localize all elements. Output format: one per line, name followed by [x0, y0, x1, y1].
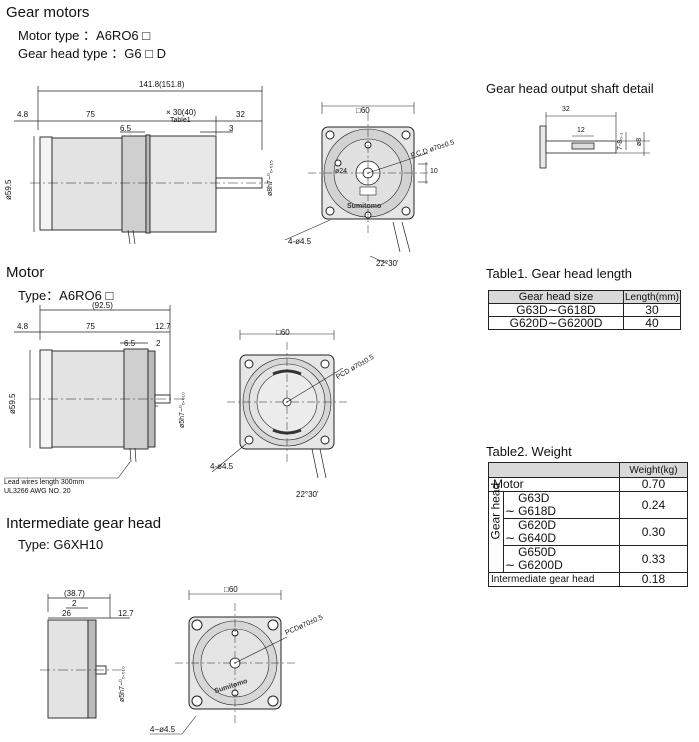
table2-gear-value: 0.30 [618, 518, 689, 546]
shaft-dim-key: 7-8₀.₁ [617, 132, 624, 150]
motor-dim-angle: 22°30' [296, 490, 319, 499]
lead-wire-spec: UL3266 AWG NO. 20 [4, 488, 71, 495]
table2-tilde: ∼ [503, 545, 517, 573]
intermediate-type: Type: G6XH10 [18, 537, 104, 552]
shaft-dim-32: 32 [562, 106, 570, 113]
table2-blank-header [488, 462, 620, 478]
table1-cell: G620D∼G6200D [488, 316, 624, 330]
motor-dim-shaft: ø5h7−⁰₀.₀₁₀ [179, 392, 186, 428]
table2-range-to: G6200D [518, 558, 563, 572]
motor-type-label: Motor type ：A6RO6 □ [18, 28, 151, 43]
table2-gear-head-label: Gear head [488, 482, 503, 539]
inter-dim-total: (38.7) [64, 589, 85, 598]
table1-header-length: Length(mm) [623, 290, 681, 304]
dim-shaft: ø8h7−⁰₀.₀₁₅ [267, 160, 274, 196]
motor-dim-square: □60 [276, 328, 290, 337]
motor-title: Motor [6, 264, 45, 281]
motor-dim-dia: ø59.5 [8, 393, 17, 414]
lead-wire-length: Lead wires length 300mm [4, 479, 85, 486]
dim-holes: 4-ø4.5 [288, 237, 312, 246]
table2-gear-value: 0.33 [618, 545, 689, 573]
inter-dim-shaft: ø5h7−⁰₀.₀₁₀ [119, 666, 126, 702]
table2-gear-range: G63D G618D [516, 491, 620, 519]
dim-4-8: 4.8 [17, 110, 29, 119]
motor-dim-75: 75 [86, 322, 95, 331]
motor-dim-4-8: 4.8 [17, 322, 29, 331]
dim-table1-note: Table1 [170, 117, 191, 124]
table2-gear-range: G620D G640D [516, 518, 620, 546]
dim-total: 141.8(151.8) [139, 80, 185, 89]
table2-tilde: ∼ [503, 518, 517, 546]
inter-dim-12-7: 12.7 [118, 609, 134, 618]
table2-gear-head-group: Gear head [488, 482, 504, 573]
inter-dim-square: □60 [224, 585, 238, 594]
dim-10: 10 [430, 168, 438, 175]
table2-header-weight: Weight(kg) [618, 462, 689, 478]
table2-range-from: G63D [518, 491, 550, 505]
shaft-detail-title: Gear head output shaft detail [486, 81, 654, 96]
motor-dim-6-5: 6.5 [124, 339, 136, 348]
table1-header-size: Gear head size [488, 290, 624, 304]
table2-title: Table2. Weight [486, 444, 572, 459]
shaft-dim-12: 12 [577, 127, 585, 134]
dim-32: 32 [236, 110, 245, 119]
table2-gear-range: G650D G6200D [516, 545, 620, 573]
dim-6-5: 6.5 [120, 124, 132, 133]
table2-motor-label: Motor [488, 477, 620, 492]
table2-range-to: G640D [518, 531, 557, 545]
weight-table: Weight(kg) Motor 0.70 Gear head ∼ G63D G… [488, 462, 689, 587]
inter-dim-holes: 4−ø4.5 [150, 725, 176, 734]
motor-dim-2: 2 [156, 339, 161, 348]
brand-logo-gear-motor: Sumitomo [347, 203, 382, 210]
gear-motors-title: Gear motors [6, 4, 90, 21]
dim-angle: 22°30' [376, 259, 399, 268]
table2-gear-value: 0.24 [618, 491, 689, 519]
dim-dia-24: ø24 [335, 168, 348, 175]
table2-range-from: G620D [518, 518, 557, 532]
motor-dim-total: (92.5) [92, 301, 113, 310]
dim-3: 3 [229, 124, 234, 133]
table1-title: Table1. Gear head length [486, 266, 632, 281]
shaft-dim-dia-8: ø8 [636, 137, 643, 146]
table2-motor-value: 0.70 [618, 477, 689, 492]
motor-dim-12-7: 12.7 [155, 322, 171, 331]
motor-type-value: Type：A6RO6 □ [18, 288, 114, 303]
table2-tilde: ∼ [503, 491, 517, 519]
table1-cell: 40 [623, 316, 681, 330]
intermediate-title: Intermediate gear head [6, 515, 162, 532]
table1-cell: G63D∼G618D [488, 303, 624, 317]
table2-inter-label: Intermediate gear head [488, 572, 620, 587]
dim-square-60: □60 [356, 106, 370, 115]
motor-dim-holes: 4-ø4.5 [210, 462, 234, 471]
dim-75: 75 [86, 110, 95, 119]
table1-cell: 30 [623, 303, 681, 317]
inter-dim-2: 2 [72, 599, 77, 608]
dim-dia-59-5: ø59.5 [4, 179, 13, 200]
gear-head-type-label: Gear head type ：G6 □ D [18, 46, 167, 61]
inter-dim-26: 26 [62, 609, 71, 618]
dim-30-40: × 30(40) [166, 108, 197, 117]
table2-range-to: G618D [518, 504, 557, 518]
table2-inter-value: 0.18 [618, 572, 689, 587]
table2-range-from: G650D [518, 545, 557, 559]
